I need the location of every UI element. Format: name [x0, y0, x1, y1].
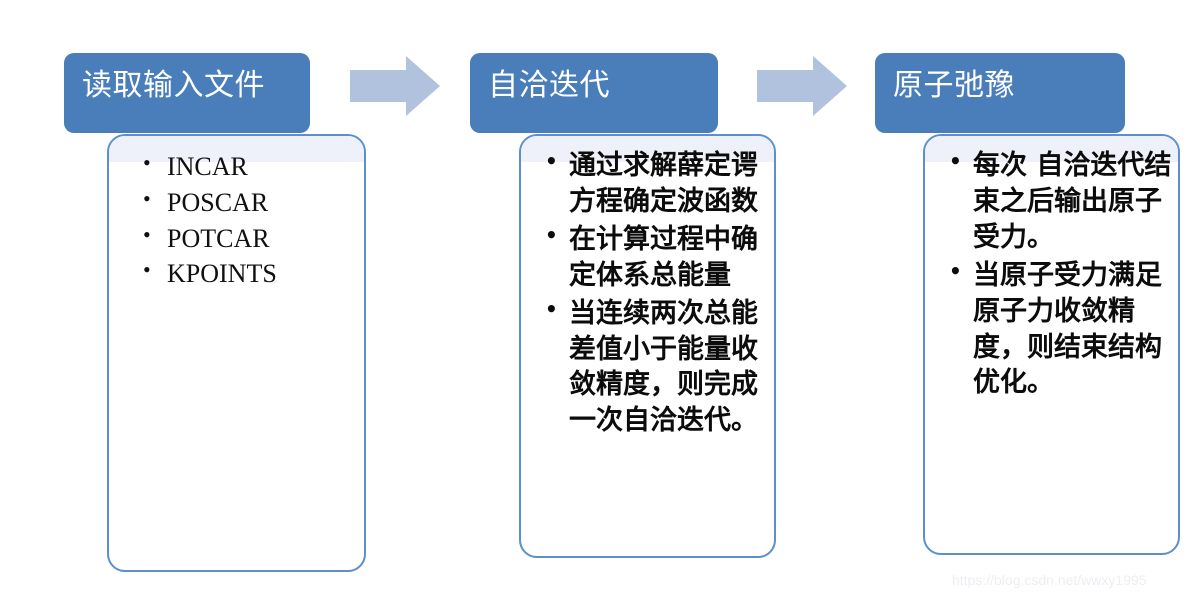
stage-list-self-consistent-iteration: 通过求解薛定谔方程确定波函数 在计算过程中确定体系总能量 当连续两次总能差值小于…	[521, 136, 774, 439]
stage-title-self-consistent-iteration: 自洽迭代	[488, 68, 610, 103]
stage-body-read-input-files: INCAR POSCAR POTCAR KPOINTS	[107, 134, 366, 572]
list-item: 每次 自洽迭代结束之后输出原子受力。	[925, 148, 1178, 256]
stage-header-self-consistent-iteration: 自洽迭代	[470, 53, 718, 133]
list-item: 在计算过程中确定体系总能量	[521, 222, 774, 294]
stage-title-read-input-files: 读取输入文件	[82, 68, 265, 103]
stage-list-read-input-files: INCAR POSCAR POTCAR KPOINTS	[109, 136, 364, 291]
list-item: KPOINTS	[109, 256, 364, 291]
right-arrow-icon-stage2-to-stage3	[757, 56, 847, 116]
right-arrow-icon-stage1-to-stage2	[350, 56, 440, 116]
watermark-text: https://blog.csdn.net/wwxy1995	[952, 572, 1147, 588]
stage-list-atomic-relaxation: 每次 自洽迭代结束之后输出原子受力。 当原子受力满足原子力收敛精度，则结束结构优…	[925, 136, 1178, 401]
list-item: 通过求解薛定谔方程确定波函数	[521, 148, 774, 220]
list-item: 当连续两次总能差值小于能量收敛精度，则完成一次自洽迭代。	[521, 296, 774, 440]
stage-body-self-consistent-iteration: 通过求解薛定谔方程确定波函数 在计算过程中确定体系总能量 当连续两次总能差值小于…	[519, 134, 776, 558]
list-item: 当原子受力满足原子力收敛精度，则结束结构优化。	[925, 258, 1178, 402]
list-item: POSCAR	[109, 185, 364, 220]
stage-body-atomic-relaxation: 每次 自洽迭代结束之后输出原子受力。 当原子受力满足原子力收敛精度，则结束结构优…	[923, 134, 1180, 555]
list-item: POTCAR	[109, 221, 364, 256]
list-item: INCAR	[109, 149, 364, 184]
stage-header-read-input-files: 读取输入文件	[64, 53, 310, 133]
stage-title-atomic-relaxation: 原子弛豫	[893, 68, 1015, 103]
stage-header-atomic-relaxation: 原子弛豫	[875, 53, 1125, 133]
